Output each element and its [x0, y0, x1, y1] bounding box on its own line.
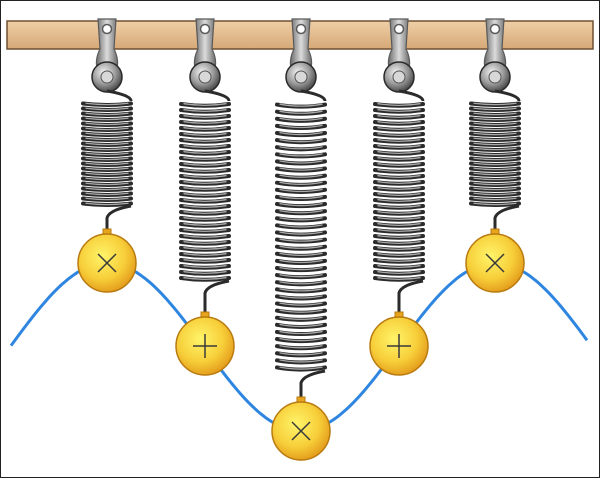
- plus-marker-2: [193, 334, 217, 358]
- spring-assembly-4: [373, 18, 425, 314]
- spring-knob-center-3: [294, 70, 308, 84]
- spring-group: [81, 18, 521, 399]
- mass-ball-2: [175, 311, 235, 376]
- mount-screw-1: [101, 23, 113, 35]
- cross-marker-3: [291, 421, 311, 441]
- spring-coil-4: [373, 89, 425, 282]
- mass-ball-1: [77, 228, 137, 293]
- mount-screw-3: [295, 23, 307, 35]
- spring-assembly-5: [469, 18, 521, 231]
- mass-group: [77, 228, 525, 461]
- spring-coil-2: [179, 89, 231, 282]
- spring-assembly-1: [81, 18, 133, 231]
- cross-marker-5: [485, 253, 505, 273]
- spring-knob-center-4: [392, 70, 406, 84]
- spring-coil-1: [81, 89, 133, 207]
- spring-assembly-2: [179, 18, 231, 314]
- spring-assembly-3: [275, 18, 327, 399]
- mount-screw-2: [199, 23, 211, 35]
- plus-marker-4: [387, 334, 411, 358]
- mass-ball-5: [465, 228, 525, 293]
- spring-knob-center-2: [198, 70, 212, 84]
- spring-knob-center-1: [100, 70, 114, 84]
- spring-coil-3: [275, 89, 327, 372]
- mount-screw-5: [489, 23, 501, 35]
- mount-screw-4: [393, 23, 405, 35]
- mass-ball-3: [271, 396, 331, 461]
- cross-marker-1: [97, 253, 117, 273]
- spring-knob-center-5: [488, 70, 502, 84]
- mass-ball-4: [369, 311, 429, 376]
- spring-coil-5: [469, 89, 521, 207]
